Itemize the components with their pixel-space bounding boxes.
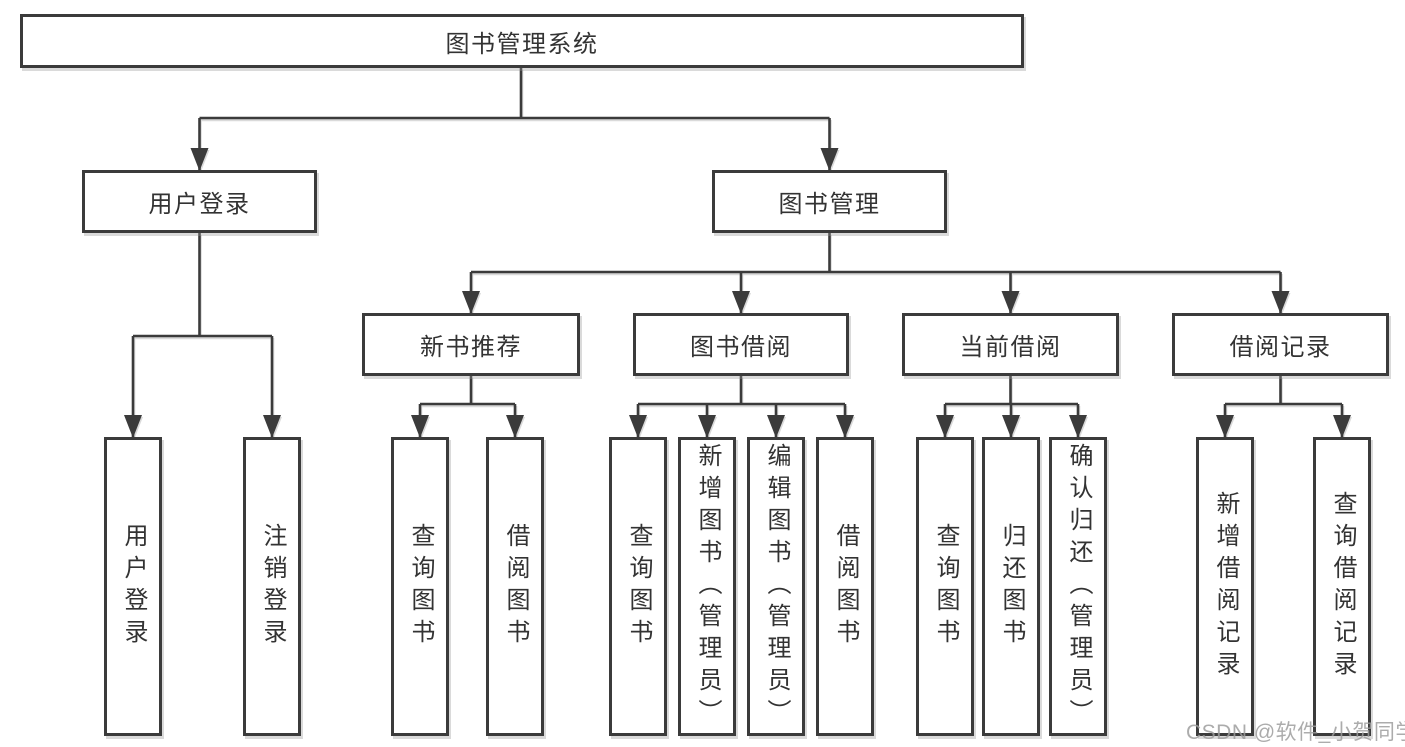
leaf-user-login: 用户登录 — [104, 437, 162, 736]
node-book-borrow: 图书借阅 — [633, 313, 849, 376]
leaf-logout: 注销登录 — [243, 437, 301, 736]
node-borrow-records: 借阅记录 — [1172, 313, 1389, 376]
leaf-nr-borrow-books: 借阅图书 — [486, 437, 544, 736]
node-user-login: 用户登录 — [82, 170, 317, 233]
node-current-borrow: 当前借阅 — [902, 313, 1119, 376]
node-new-book-recommend: 新书推荐 — [362, 313, 580, 376]
leaf-cb-return-books: 归还图书 — [982, 437, 1040, 736]
node-book-management: 图书管理 — [712, 170, 947, 233]
node-root-system: 图书管理系统 — [20, 14, 1024, 68]
leaf-cb-confirm-return-admin: 确认归还（管理员） — [1049, 437, 1107, 736]
leaf-nr-query-books: 查询图书 — [391, 437, 449, 736]
leaf-bb-query-books: 查询图书 — [609, 437, 667, 736]
leaf-br-add-record: 新增借阅记录 — [1196, 437, 1254, 736]
leaf-cb-query-books: 查询图书 — [916, 437, 974, 736]
leaf-bb-edit-books-admin: 编辑图书（管理员） — [747, 437, 805, 736]
leaf-bb-borrow-books: 借阅图书 — [816, 437, 874, 736]
leaf-bb-add-books-admin: 新增图书（管理员） — [678, 437, 736, 736]
leaf-br-query-record: 查询借阅记录 — [1313, 437, 1371, 736]
csdn-watermark: CSDN @软件_小贺同学 — [1186, 721, 1405, 744]
